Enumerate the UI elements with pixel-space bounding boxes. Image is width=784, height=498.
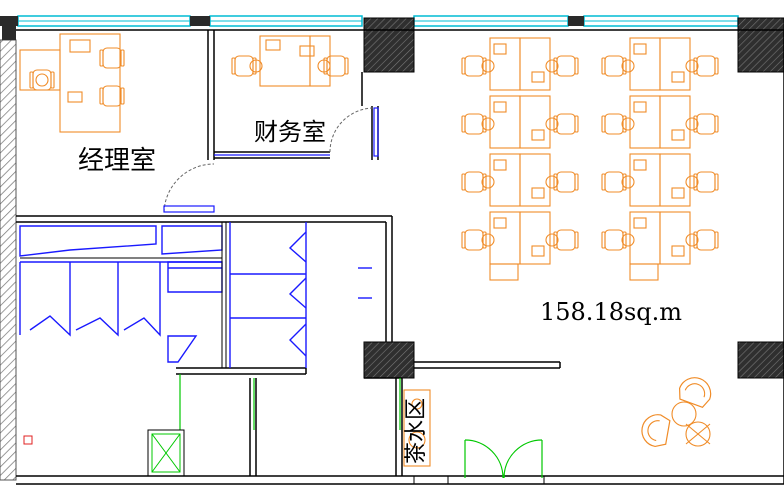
workstation-chair (464, 171, 484, 193)
chair (545, 117, 559, 131)
doors (179, 374, 543, 479)
round-table (685, 421, 711, 447)
workstation-chair (604, 113, 624, 135)
desk (519, 211, 551, 265)
chair (621, 59, 635, 73)
pc-monitor (633, 217, 647, 229)
tea-area-label: 茶水区 (404, 397, 429, 464)
desk (659, 95, 691, 149)
pc-monitor (671, 187, 685, 199)
door-swings (163, 107, 375, 213)
pc-monitor (531, 71, 545, 83)
restroom-partitions (19, 222, 372, 368)
desk (659, 153, 691, 207)
lounge-chair (641, 414, 671, 448)
lounge-chair (678, 377, 712, 408)
workstation-chair (556, 113, 576, 135)
column (737, 341, 784, 379)
corner-column (2, 18, 16, 40)
desk (489, 263, 519, 281)
chair (685, 175, 699, 189)
pc-monitor (633, 101, 647, 113)
sink (408, 431, 426, 449)
marker-square (23, 435, 33, 445)
workstation-chair (696, 113, 716, 135)
pc-monitor (493, 101, 507, 113)
pc-monitor (531, 245, 545, 257)
desk (659, 211, 691, 265)
chair (481, 117, 495, 131)
left-wall (0, 39, 17, 481)
desk (519, 153, 551, 207)
guest-chair (102, 85, 122, 107)
workstation-chair (556, 55, 576, 77)
workstation-chair (556, 229, 576, 251)
column (737, 17, 784, 73)
chair (621, 233, 635, 247)
chair (621, 175, 635, 189)
chair (317, 59, 331, 73)
pc-monitor (633, 159, 647, 171)
pc-monitor (633, 43, 647, 55)
shaft-box (147, 429, 185, 477)
chair (621, 117, 635, 131)
chair (545, 59, 559, 73)
area-label: 158.18sq.m (540, 298, 683, 326)
chair (685, 59, 699, 73)
manager-office-label: 经理室 (78, 146, 157, 176)
workstation-chair (696, 229, 716, 251)
core-lines (20, 222, 365, 372)
desk (629, 263, 659, 281)
pc-monitor (299, 45, 315, 57)
desk (403, 389, 431, 467)
guest-chair (102, 47, 122, 69)
desk (659, 37, 691, 91)
column (363, 341, 415, 379)
chair (249, 59, 263, 73)
workstation-chair (696, 55, 716, 77)
door-leaves (163, 107, 379, 213)
pc-monitor (265, 39, 281, 51)
workstation-chair (464, 113, 484, 135)
workstation-chair (556, 171, 576, 193)
kettle (411, 398, 423, 410)
furniture-layer (19, 33, 719, 467)
chair (545, 233, 559, 247)
pc-monitor (531, 187, 545, 199)
chair (685, 117, 699, 131)
workstation-chair (604, 55, 624, 77)
column (363, 17, 415, 73)
desk (519, 37, 551, 91)
phone (67, 91, 83, 103)
desk (309, 35, 331, 87)
chair (481, 233, 495, 247)
workstation-chair (696, 171, 716, 193)
pc-monitor (671, 129, 685, 141)
chair (481, 175, 495, 189)
pc-monitor (671, 245, 685, 257)
desk (259, 35, 311, 87)
pc-monitor (493, 43, 507, 55)
chair (685, 233, 699, 247)
workstation-chair (604, 229, 624, 251)
pc-monitor (69, 39, 91, 53)
desk (519, 95, 551, 149)
pc-monitor (493, 217, 507, 229)
pc-monitor (531, 129, 545, 141)
workstation-chair (604, 171, 624, 193)
window-strip-bottom (413, 475, 784, 485)
workstation-chair (464, 229, 484, 251)
chair (481, 59, 495, 73)
pc-monitor (671, 71, 685, 83)
chair (545, 175, 559, 189)
round-table (671, 401, 697, 427)
pc-monitor (493, 159, 507, 171)
workstation-chair (464, 55, 484, 77)
finance-room-label: 财务室 (254, 118, 326, 146)
